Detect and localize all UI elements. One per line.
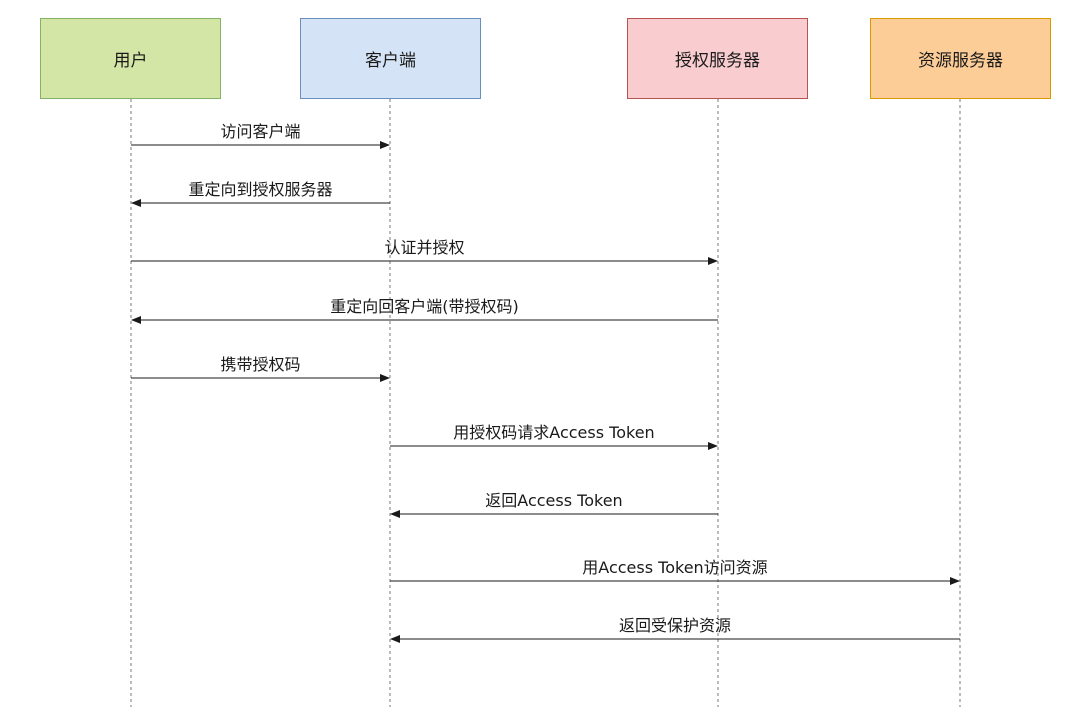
message-label-8: 用Access Token访问资源 (582, 558, 767, 577)
message-label-9: 返回受保护资源 (619, 616, 731, 635)
participant-client-label: 客户端 (365, 51, 416, 71)
participant-auth-server: 授权服务器 (627, 18, 808, 99)
participant-user: 用户 (40, 18, 221, 99)
message-label-3: 认证并授权 (384, 238, 464, 257)
message-label-6: 用授权码请求Access Token (453, 423, 654, 442)
message-label-4: 重定向回客户端(带授权码) (330, 297, 519, 316)
message-label-7: 返回Access Token (485, 491, 622, 510)
participant-user-label: 用户 (113, 51, 148, 71)
participant-auth-server-label: 授权服务器 (675, 51, 760, 71)
message-label-2: 重定向到授权服务器 (188, 180, 332, 199)
participant-resource-server: 资源服务器 (870, 18, 1051, 99)
message-label-5: 携带授权码 (220, 355, 300, 374)
participant-resource-server-label: 资源服务器 (918, 51, 1003, 71)
message-label-1: 访问客户端 (220, 122, 300, 141)
participant-client: 客户端 (300, 18, 481, 99)
